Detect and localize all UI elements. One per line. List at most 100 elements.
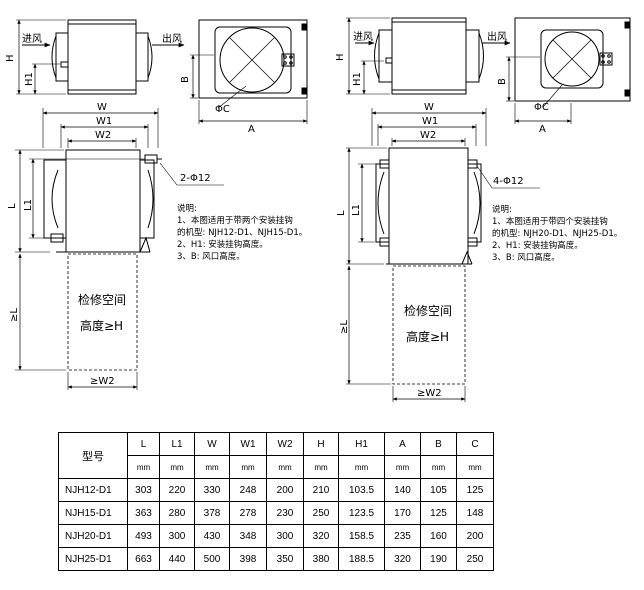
col-header: W2 <box>266 432 304 456</box>
svg-text:说明:: 说明: <box>177 203 197 214</box>
value-cell: 330 <box>194 478 230 502</box>
dim-H1-label-right: H1 <box>352 72 363 86</box>
inlet-label: 进风 <box>22 33 42 45</box>
unit-cell: mm <box>384 455 421 479</box>
svg-text:2、H1: 安装挂钩高度。: 2、H1: 安装挂钩高度。 <box>492 240 583 251</box>
unit-cell: mm <box>266 455 304 479</box>
value-cell: 123.5 <box>338 501 385 525</box>
dim-W-label-right: W <box>424 102 434 113</box>
unit-cell: mm <box>159 455 195 479</box>
dim-A-label-right: A <box>539 124 546 135</box>
value-cell: 105 <box>420 478 457 502</box>
value-cell: 188.5 <box>338 547 385 571</box>
col-header: L <box>127 432 160 456</box>
value-cell: 248 <box>229 478 267 502</box>
technical-drawing: 进风 出风 H H1 B ΦC A <box>5 17 631 402</box>
unit-cell: mm <box>303 455 339 479</box>
value-cell: 235 <box>384 524 421 548</box>
value-cell: 230 <box>266 501 304 525</box>
notes-left: 说明: 1、本图适用于带两个安装挂钩 的机型: NJH12-D1、NJH15-D… <box>177 203 307 262</box>
value-cell: 500 <box>194 547 230 571</box>
value-cell: 250 <box>303 501 339 525</box>
notes-right: 说明: 1、本图适用于带四个安装挂钩 的机型: NJH20-D1、NJH25-D… <box>492 204 622 263</box>
inlet-label-right: 进风 <box>353 31 373 43</box>
col-header: C <box>456 432 494 456</box>
table-row: NJH25-D1 663 440 500 398 350 380 188.5 3… <box>58 547 494 571</box>
model-cell: NJH20-D1 <box>58 524 128 548</box>
height-label: 高度≥H <box>80 318 123 333</box>
svg-text:说明:: 说明: <box>492 204 512 215</box>
value-cell: 300 <box>266 524 304 548</box>
value-cell: 148 <box>456 501 494 525</box>
value-cell: 493 <box>127 524 160 548</box>
dim-W2-label-right: W2 <box>420 130 436 141</box>
value-cell: 250 <box>456 547 494 571</box>
outlet-label: 出风 <box>162 32 182 45</box>
dim-L-label-right: L <box>336 210 347 216</box>
svg-text:1、本图适用于带两个安装挂钩: 1、本图适用于带两个安装挂钩 <box>177 215 293 226</box>
dim-H-label: H <box>5 54 16 62</box>
dim-geL-label: ≥L <box>9 308 20 322</box>
value-cell: 158.5 <box>338 524 385 548</box>
value-cell: 380 <box>303 547 339 571</box>
value-cell: 278 <box>229 501 267 525</box>
dim-phiC-label-right: ΦC <box>534 102 549 113</box>
table-header-row: 型号 L L1 W W1 W2 H H1 A B C <box>58 432 494 479</box>
svg-text:的机型: NJH12-D1、NJH15-D1。: 的机型: NJH12-D1、NJH15-D1。 <box>177 227 307 238</box>
service-space-label: 检修空间 <box>78 292 126 307</box>
dim-B-label-right: B <box>497 78 508 85</box>
unit-cell: mm <box>420 455 457 479</box>
right-side-view <box>346 17 511 95</box>
value-cell: 378 <box>194 501 230 525</box>
table-row: NJH12-D1 303 220 330 248 200 210 103.5 1… <box>58 478 494 502</box>
dim-W1-label-right: W1 <box>422 116 438 127</box>
dim-geL-label-right: ≥L <box>339 320 350 334</box>
dim-B-label: B <box>180 76 191 83</box>
dim-H-label-right: H <box>335 53 346 61</box>
value-cell: 125 <box>456 478 494 502</box>
value-cell: 103.5 <box>338 478 385 502</box>
value-cell: 210 <box>303 478 339 502</box>
dim-H1-label: H1 <box>24 72 35 86</box>
outlet-label-right: 出风 <box>487 30 507 43</box>
svg-text:1、本图适用于带四个安装挂钩: 1、本图适用于带四个安装挂钩 <box>492 216 608 227</box>
col-header: A <box>384 432 421 456</box>
dim-geW2-label-right: ≥W2 <box>417 388 442 399</box>
value-cell: 430 <box>194 524 230 548</box>
holes-label-right: 4-Φ12 <box>493 176 524 187</box>
dim-A-label: A <box>248 124 255 135</box>
holes-label: 2-Φ12 <box>180 173 211 184</box>
value-cell: 200 <box>266 478 304 502</box>
value-cell: 363 <box>127 501 160 525</box>
right-front-view <box>506 17 631 124</box>
value-cell: 160 <box>420 524 457 548</box>
model-cell: NJH12-D1 <box>58 478 128 502</box>
right-plan-view <box>346 108 540 402</box>
value-cell: 440 <box>159 547 195 571</box>
unit-cell: mm <box>127 455 160 479</box>
left-side-view <box>16 19 185 95</box>
svg-text:的机型: NJH20-D1、NJH25-D1。: 的机型: NJH20-D1、NJH25-D1。 <box>492 228 622 239</box>
model-cell: NJH25-D1 <box>58 547 128 571</box>
service-space-label-right: 检修空间 <box>404 303 452 318</box>
value-cell: 200 <box>456 524 494 548</box>
col-header: H1 <box>338 432 385 456</box>
col-header: B <box>420 432 457 456</box>
value-cell: 320 <box>384 547 421 571</box>
value-cell: 320 <box>303 524 339 548</box>
unit-cell: mm <box>456 455 494 479</box>
dim-L1-label-right: L1 <box>351 204 362 216</box>
value-cell: 125 <box>420 501 457 525</box>
svg-text:3、B: 风口高度。: 3、B: 风口高度。 <box>177 251 245 262</box>
dim-W2-label: W2 <box>95 130 111 141</box>
value-cell: 170 <box>384 501 421 525</box>
dim-L-label: L <box>7 203 18 209</box>
value-cell: 303 <box>127 478 160 502</box>
height-label-right: 高度≥H <box>406 329 449 344</box>
dim-L1-label: L1 <box>23 199 34 211</box>
dim-geW2-label: ≥W2 <box>90 376 115 387</box>
col-header: W <box>194 432 230 456</box>
value-cell: 190 <box>420 547 457 571</box>
unit-cell: mm <box>338 455 385 479</box>
value-cell: 398 <box>229 547 267 571</box>
